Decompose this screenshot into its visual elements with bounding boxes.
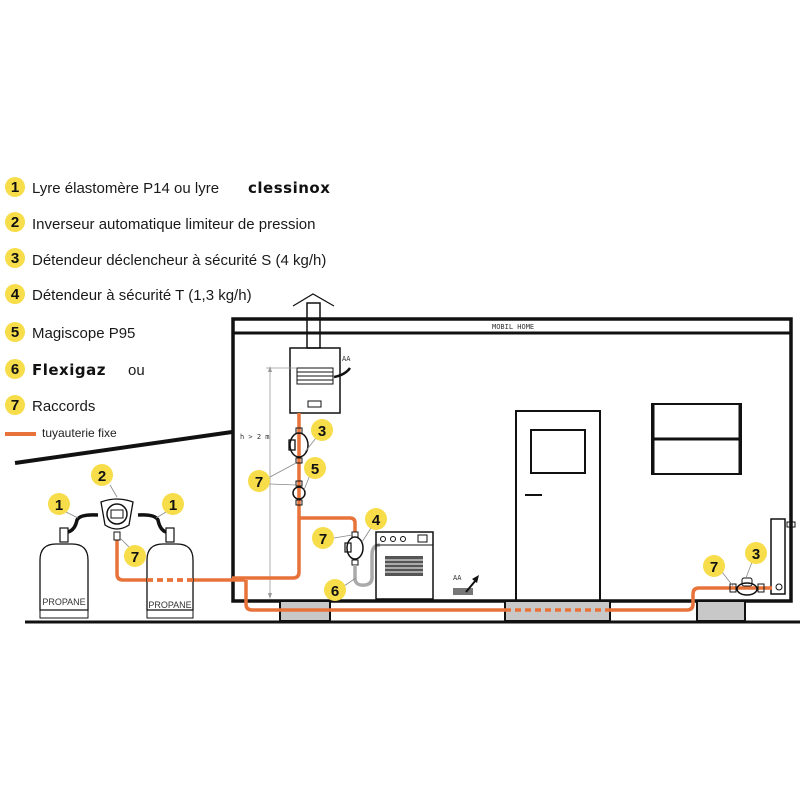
- awning-line: [14, 430, 233, 465]
- vent-label: AA: [342, 355, 351, 363]
- arrow-icon: [333, 367, 352, 379]
- callout-badge-2: 2: [91, 464, 113, 486]
- legend-item-5: 5 Magiscope P95: [5, 322, 135, 342]
- legend: 1 Lyre élastomère P14 ou lyre clessinox …: [5, 177, 330, 440]
- callout-badge-4: 4: [365, 508, 387, 530]
- propane-tank-right: PROPANE: [146, 527, 194, 619]
- arrow-icon: [465, 579, 477, 593]
- badge-number: 1: [11, 179, 19, 196]
- callout-badge-7-boiler: 7: [248, 470, 270, 492]
- svg-text:1: 1: [169, 497, 177, 514]
- lyre-hose: [137, 513, 167, 534]
- automatic-inverter: [67, 498, 167, 541]
- tank-label: PROPANE: [148, 600, 191, 610]
- callout-badge-3-right: 3: [745, 542, 767, 564]
- svg-text:1: 1: [55, 497, 63, 514]
- clessinox-logo: clessinox: [248, 179, 330, 197]
- chimney: [306, 302, 321, 349]
- boiler-regulator: [288, 427, 309, 464]
- legend-label: Raccords: [32, 398, 95, 415]
- badge-number: 7: [11, 397, 19, 414]
- boiler: AA: [289, 293, 352, 414]
- legend-item-7: 7 Raccords: [5, 395, 95, 415]
- legend-label: Inverseur automatique limiteur de pressi…: [32, 216, 315, 233]
- legend-label: ou: [128, 362, 145, 379]
- svg-text:4: 4: [372, 512, 381, 529]
- svg-text:6: 6: [331, 583, 339, 600]
- callout-badge-5: 5: [304, 457, 326, 479]
- house-label: MOBIL HOME: [492, 323, 534, 331]
- legend-item-4: 4 Détendeur à sécurité T (1,3 kg/h): [5, 284, 252, 304]
- cooker-regulator: [344, 531, 364, 566]
- callout-badge-7-inverter: 7: [124, 545, 146, 567]
- legend-item-6: 6 Flexigaz ou: [5, 359, 145, 379]
- legend-item-3: 3 Détendeur déclencheur à sécurité S (4 …: [5, 248, 326, 269]
- magiscope: [292, 480, 306, 506]
- badge-number: 4: [11, 286, 20, 303]
- callout-badge-7-cooker: 7: [312, 527, 334, 549]
- callout-badge-3-boiler: 3: [311, 419, 333, 441]
- legend-item-1: 1 Lyre élastomère P14 ou lyre clessinox: [5, 177, 330, 197]
- pipe-legend-label: tuyauterie fixe: [42, 426, 117, 440]
- svg-text:7: 7: [131, 549, 139, 566]
- callout-badge-1-left: 1: [48, 493, 70, 515]
- legend-label: Détendeur à sécurité T (1,3 kg/h): [32, 287, 252, 304]
- wall-appliance: [770, 518, 786, 595]
- support-block: [696, 600, 746, 622]
- height-label: h > 2 m: [240, 433, 270, 441]
- svg-text:7: 7: [255, 474, 263, 491]
- svg-text:2: 2: [98, 468, 106, 485]
- fixed-piping: [115, 413, 772, 612]
- legend-label: Lyre élastomère P14 ou lyre: [32, 180, 219, 197]
- door: [515, 410, 601, 602]
- propane-tank-left: PROPANE: [39, 527, 89, 619]
- height-dimension: h > 2 m: [240, 366, 296, 599]
- right-regulator: [729, 577, 783, 596]
- svg-text:3: 3: [318, 423, 326, 440]
- flexible-hose: [353, 543, 381, 587]
- svg-text:5: 5: [311, 461, 319, 478]
- window: [651, 403, 742, 475]
- callout-badge-7-right: 7: [703, 555, 725, 577]
- callout-leaders: [65, 437, 753, 587]
- svg-text:7: 7: [710, 559, 718, 576]
- legend-item-2: 2 Inverseur automatique limiteur de pres…: [5, 212, 315, 233]
- legend-label: Magiscope P95: [32, 325, 135, 342]
- svg-text:7: 7: [319, 531, 327, 548]
- number-badge: [5, 177, 25, 197]
- callout-badge-1-right: 1: [162, 493, 184, 515]
- legend-label: Détendeur déclencheur à sécurité S (4 kg…: [32, 252, 326, 269]
- badge-number: 5: [11, 324, 19, 341]
- svg-text:3: 3: [752, 546, 760, 563]
- vent-label: AA: [453, 574, 462, 582]
- tank-label: PROPANE: [42, 597, 85, 607]
- floor-vent: AA: [453, 574, 479, 595]
- lyre-hose: [67, 513, 99, 534]
- flexigaz-logo: Flexigaz: [32, 361, 106, 379]
- badge-number: 2: [11, 214, 19, 231]
- callout-badge-6: 6: [324, 579, 346, 601]
- cooker: [375, 531, 434, 600]
- badge-number: 3: [11, 250, 19, 267]
- badge-number: 6: [11, 361, 19, 378]
